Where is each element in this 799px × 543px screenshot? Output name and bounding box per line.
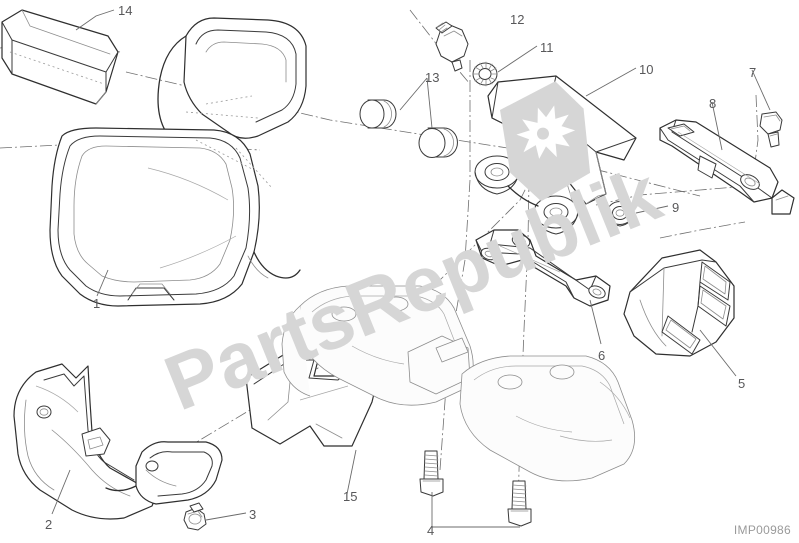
callout-label-8: 8 xyxy=(709,96,717,111)
callout-label-12: 12 xyxy=(510,12,525,27)
callout-label-14: 14 xyxy=(118,3,133,18)
part-5-damper-block xyxy=(623,249,735,357)
callout-label-1: 1 xyxy=(93,296,101,311)
part-13-grommets xyxy=(359,99,458,158)
part-12-sensor-plug xyxy=(435,21,469,72)
part-2-lower-cover xyxy=(13,363,155,520)
callout-leader-lines xyxy=(51,9,771,528)
part-8-mounting-plate xyxy=(659,119,795,215)
callout-label-10: 10 xyxy=(639,62,654,77)
callout-label-13: 13 xyxy=(425,70,440,85)
part-11-knurled-nut xyxy=(472,61,498,87)
part-9-bushing xyxy=(606,201,634,227)
callout-label-6: 6 xyxy=(598,348,606,363)
callout-label-9: 9 xyxy=(672,200,680,215)
part-14-trim-strip xyxy=(1,9,119,105)
callout-label-3: 3 xyxy=(249,507,257,522)
callout-label-15: 15 xyxy=(343,489,358,504)
part-7-flanged-screw xyxy=(759,111,783,148)
callout-label-11: 11 xyxy=(540,40,554,55)
diagram-reference-code: IMP00986 xyxy=(733,523,791,537)
ghost-assembly-outlines xyxy=(281,285,636,482)
part-3-screw xyxy=(183,502,207,531)
part-2-front-arm xyxy=(105,441,223,505)
callout-label-2: 2 xyxy=(45,517,53,532)
part-4-bolts xyxy=(419,450,532,527)
part-6-retainer-bracket xyxy=(475,229,611,307)
callout-label-4: 4 xyxy=(427,523,435,538)
part-1-instrument-cover xyxy=(49,17,307,307)
callout-label-5: 5 xyxy=(738,376,746,391)
callout-label-7: 7 xyxy=(749,65,757,80)
